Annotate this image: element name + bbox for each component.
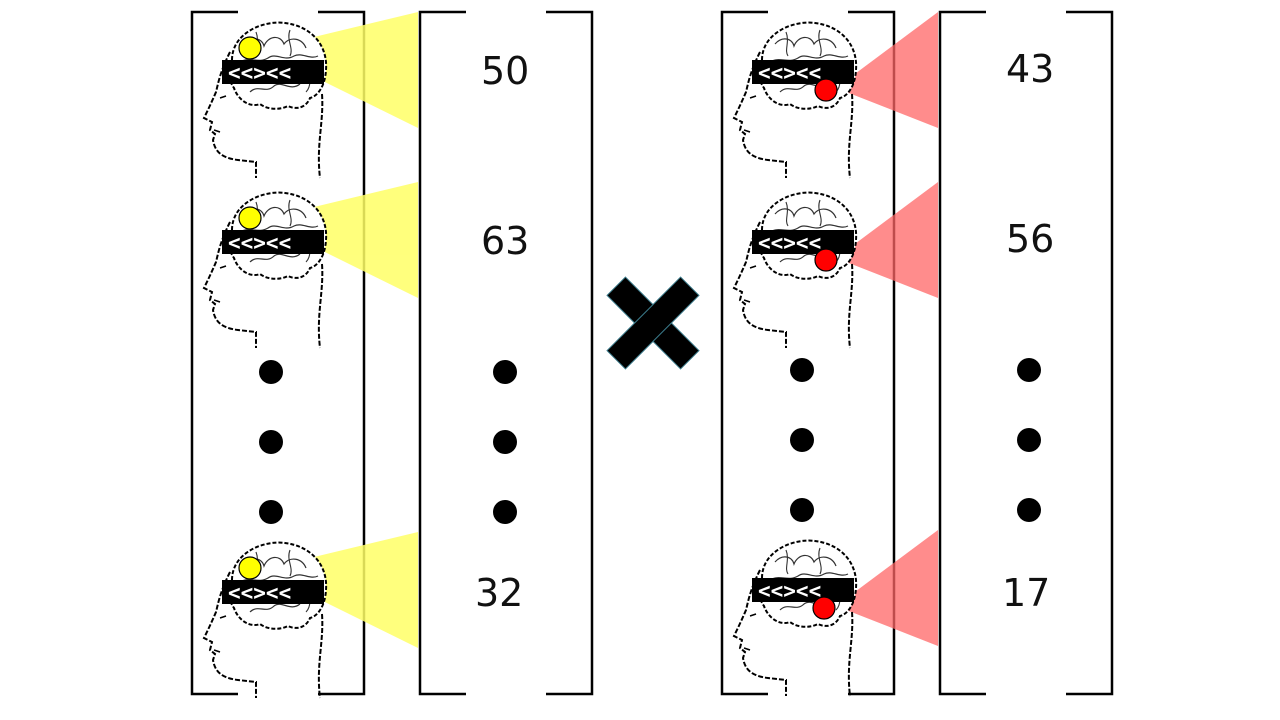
right-head-2: <<><< xyxy=(733,191,858,349)
right-brackets xyxy=(720,10,1114,696)
yellow-marker xyxy=(238,36,262,60)
stripe-label: <<><< xyxy=(758,579,821,603)
right-beam-2 xyxy=(836,182,938,298)
right-value-3: 17 xyxy=(1002,571,1050,615)
left-value-3: 32 xyxy=(475,571,523,615)
stripe-label: <<><< xyxy=(228,581,291,605)
stripe-label: <<><< xyxy=(228,61,291,85)
multiply-icon xyxy=(606,276,700,370)
left-values-bracket xyxy=(418,10,594,696)
right-heads-ellipsis xyxy=(790,358,814,522)
red-marker xyxy=(814,78,838,102)
left-heads-ellipsis xyxy=(259,360,283,524)
stripe-label: <<><< xyxy=(228,231,291,255)
left-value-1: 50 xyxy=(481,49,529,93)
left-head-1: <<><< xyxy=(203,21,328,179)
right-value-1: 43 xyxy=(1006,47,1054,91)
stripe-label: <<><< xyxy=(758,231,821,255)
right-value-2: 56 xyxy=(1006,217,1054,261)
right-values-bracket xyxy=(938,10,1114,696)
right-head-1: <<><< xyxy=(733,21,858,179)
right-heads-bracket xyxy=(720,10,896,696)
right-head-3: <<><< xyxy=(733,539,858,697)
right-beam-3 xyxy=(836,530,938,646)
right-beams xyxy=(836,12,938,646)
yellow-marker xyxy=(238,206,262,230)
left-heads-bracket xyxy=(190,10,366,696)
left-head-3: <<><< xyxy=(203,541,328,699)
stripe-label: <<><< xyxy=(758,61,821,85)
left-values-ellipsis xyxy=(493,360,517,524)
yellow-marker xyxy=(238,556,262,580)
left-value-2: 63 xyxy=(481,219,529,263)
right-values-ellipsis xyxy=(1017,358,1041,522)
red-marker xyxy=(812,596,836,620)
left-brackets xyxy=(190,10,594,696)
right-beam-1 xyxy=(836,12,938,128)
left-head-2: <<><< xyxy=(203,191,328,349)
red-marker xyxy=(814,248,838,272)
